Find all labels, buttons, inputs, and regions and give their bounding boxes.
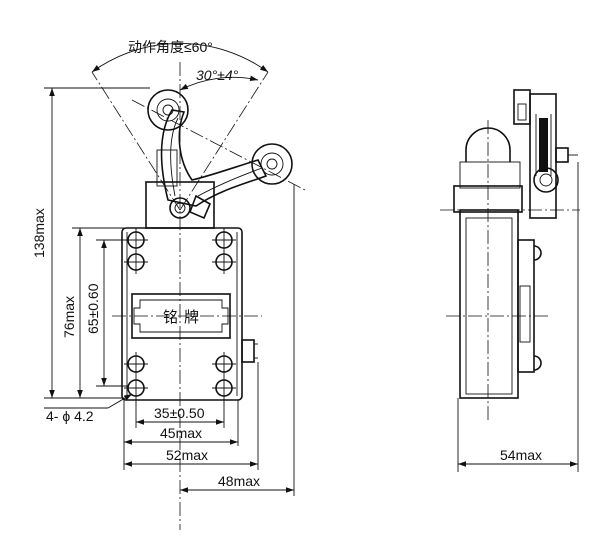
dim-height-total-label: 138max <box>31 208 47 258</box>
arm-axis-line <box>131 99 306 191</box>
side-boss-lower <box>533 355 542 371</box>
side-plug <box>241 339 255 363</box>
side-head <box>453 185 523 213</box>
angle-max-label: 动作角度≤60° <box>128 39 213 55</box>
lever-arm-inner <box>170 117 263 197</box>
mount-hole-bottom-right <box>212 376 236 400</box>
angle-step-arc <box>179 75 259 91</box>
side-shaft-top-inner <box>517 103 527 121</box>
leader-mount-holes <box>107 393 133 409</box>
nameplate-text: 铭牌 <box>163 309 205 326</box>
dim-hole-spacing-h-label: 35±0.50 <box>154 405 205 421</box>
side-view: 54max <box>440 89 580 472</box>
lever-arm <box>160 109 268 207</box>
lever-clamp <box>188 194 212 220</box>
side-boss-upper <box>533 245 542 261</box>
actuator-head <box>145 181 215 229</box>
angle-ray-right <box>179 71 269 211</box>
dim-depth-label: 54max <box>500 447 542 463</box>
angle-max-arc <box>91 43 269 73</box>
side-head-block <box>459 161 521 189</box>
screw-upper-right <box>212 250 236 274</box>
side-body-inner <box>465 217 513 395</box>
angle-ray-left <box>91 71 181 211</box>
actuator-neck <box>156 149 178 187</box>
screw-lower-right <box>212 352 236 376</box>
dim-width-body-label: 45max <box>160 425 202 441</box>
dim-width-arm-label: 48max <box>218 473 260 489</box>
screw-lower-left <box>124 352 148 376</box>
side-cover <box>517 239 535 373</box>
pivot-circle <box>169 197 191 219</box>
mount-hole-bottom-left <box>124 376 148 400</box>
roller-upper <box>147 89 189 131</box>
side-bolt-head <box>555 147 569 163</box>
side-shaft-top <box>513 89 531 125</box>
roller-lower <box>251 143 293 185</box>
side-cap <box>465 127 511 162</box>
dim-width-flange-label: 52max <box>166 447 208 463</box>
side-roller <box>533 167 559 193</box>
pivot-inner <box>174 202 186 214</box>
dim-hole-spacing-v-label: 65±0.60 <box>85 283 101 334</box>
screw-upper-left <box>124 250 148 274</box>
side-body <box>459 209 519 399</box>
angle-step-label: 30°±4° <box>196 67 239 83</box>
side-spring <box>539 118 548 172</box>
dim-height-body-label: 76max <box>61 296 77 338</box>
nameplate <box>131 293 231 339</box>
mount-hole-top-right <box>212 228 236 252</box>
side-cover-window <box>519 285 531 343</box>
front-view: 铭牌 动作角度≤60° 30°±4° 138max 76max 65±0.60 … <box>31 39 306 530</box>
mount-holes-label: 4- ϕ 4.2 <box>46 408 94 424</box>
nameplate-inner <box>133 299 229 333</box>
side-roller-inner <box>539 173 553 187</box>
